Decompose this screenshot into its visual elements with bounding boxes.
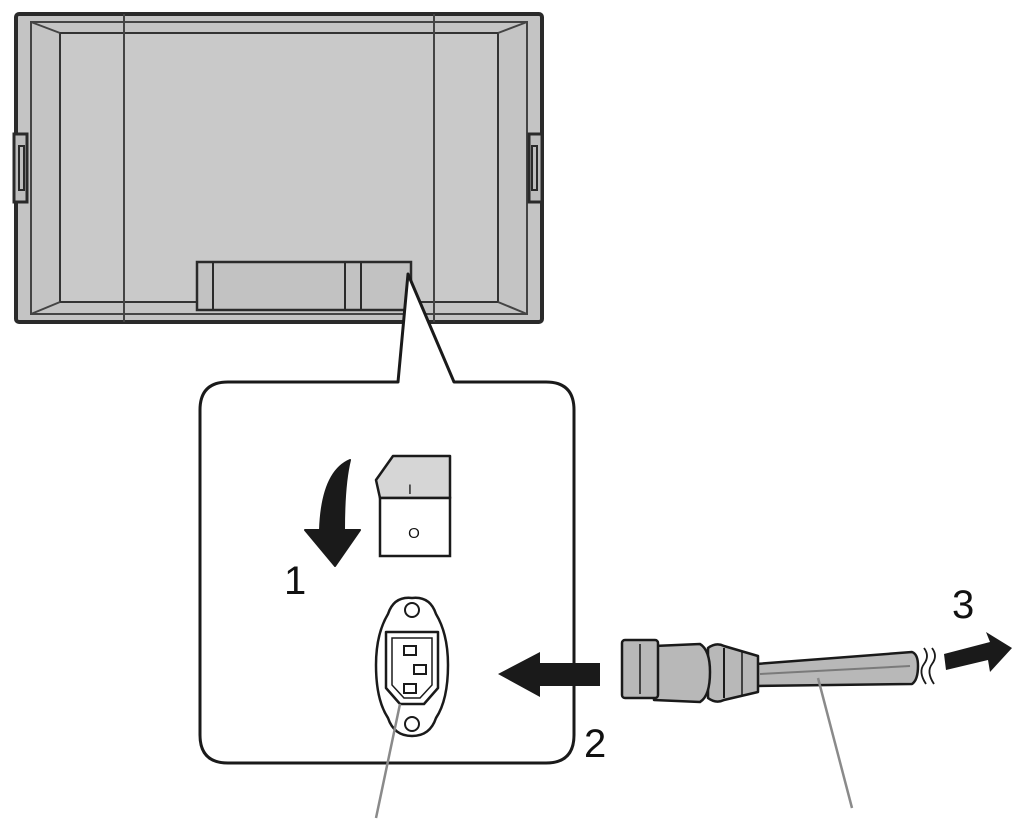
monitor-rear-view	[12, 12, 544, 324]
step-2-label: 2	[584, 722, 606, 766]
right-handle	[527, 132, 544, 204]
rocker-switch-body	[378, 496, 452, 558]
plug-strain-relief	[706, 643, 760, 703]
step-3-label: 3	[952, 583, 974, 627]
ac-inlet-pin-top	[403, 645, 417, 656]
insert-left-arrow-icon	[498, 652, 600, 697]
power-cord	[620, 638, 936, 704]
ac-inlet-pin-middle	[413, 664, 427, 675]
cord-break-mark	[920, 647, 936, 685]
step-1-label: 1	[284, 559, 306, 603]
ac-inlet	[374, 596, 450, 738]
rotate-down-arrow-icon	[304, 459, 361, 567]
terminal-block	[195, 260, 413, 312]
rocker-switch-top	[374, 454, 452, 500]
ac-inlet-pin-bottom	[403, 683, 417, 694]
power-switch: I O	[374, 454, 452, 558]
to-outlet-right-arrow-icon	[944, 632, 1012, 672]
ac-inlet-screw-bottom	[404, 716, 420, 732]
ac-inlet-screw-top	[404, 602, 420, 618]
ac-inlet-socket	[384, 630, 440, 706]
power-cord-leader-line	[816, 677, 854, 809]
ac-inlet-leader-line	[374, 703, 402, 819]
plug-body	[652, 642, 712, 704]
monitor-inner-bezel	[30, 21, 528, 315]
switch-off-mark: O	[408, 525, 420, 542]
switch-on-mark: I	[408, 481, 412, 497]
left-handle	[12, 132, 29, 204]
